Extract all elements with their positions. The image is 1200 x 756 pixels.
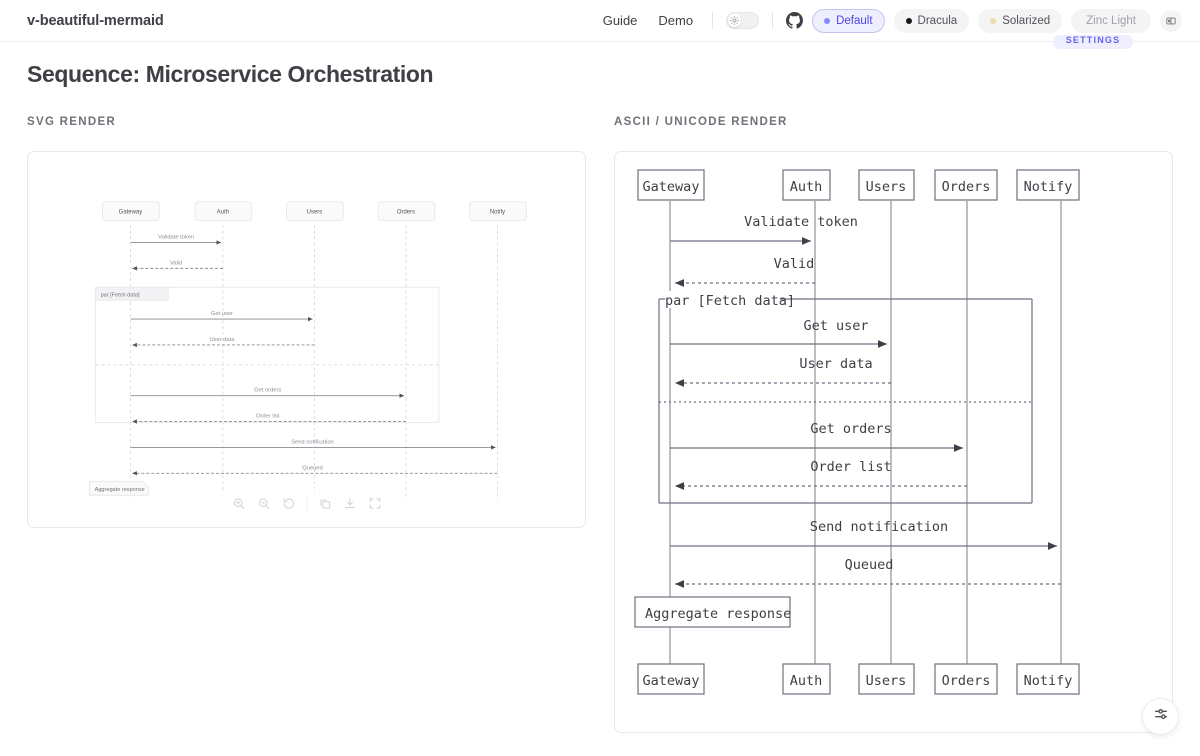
theme-pill-solarized[interactable]: Solarized	[978, 8, 1063, 33]
theme-dot	[824, 17, 831, 24]
participant-label: Users	[307, 210, 323, 216]
theme-dot	[905, 17, 912, 24]
nav-demo[interactable]: Demo	[658, 13, 694, 28]
theme-pill-label: Dracula	[917, 14, 958, 27]
message-label: Send notification	[810, 519, 948, 535]
page-title: Sequence: Microservice Orchestration	[27, 61, 434, 87]
participant-label: Gateway	[119, 210, 143, 216]
message-label: Get user	[803, 318, 868, 334]
contrast-icon[interactable]	[1160, 9, 1182, 32]
app-header: v-beautiful-mermaid Guide Demo Default	[0, 0, 1200, 49]
page-body: Sequence: Microservice Orchestration SVG…	[0, 42, 1200, 733]
message-label: Valid	[170, 260, 182, 266]
message-label: Validate token	[158, 235, 194, 241]
ascii-section-label: ASCII / UNICODE RENDER	[614, 116, 788, 128]
theme-select-value: Zinc Light	[1086, 14, 1136, 27]
message-label: Get orders	[810, 421, 891, 437]
ascii-render-card: Gateway Auth Users Orders Notify	[614, 151, 1173, 733]
message-label: User data	[799, 356, 872, 372]
theme-pill-default[interactable]: Default	[812, 8, 885, 33]
nav-guide[interactable]: Guide	[602, 13, 638, 28]
copy-icon[interactable]	[313, 492, 336, 515]
sliders-icon	[1153, 706, 1169, 727]
svg-render-column: SVG RENDER	[27, 116, 586, 733]
header-divider	[0, 41, 1200, 42]
theme-select[interactable]: Zinc Light	[1071, 8, 1151, 33]
message-label: Order list	[810, 459, 891, 475]
message-label: Get orders	[254, 388, 281, 394]
message-label: Queued	[302, 465, 322, 471]
clipped-badge[interactable]: SETTINGS	[1053, 35, 1133, 49]
header-actions: Guide Demo Default Dracula	[597, 8, 1182, 33]
message-label: Queued	[845, 557, 894, 573]
ascii-diagram[interactable]: Gateway Auth Users Orders Notify	[615, 152, 1172, 720]
fullscreen-icon[interactable]	[363, 492, 386, 515]
participant-label: Gateway	[643, 673, 700, 689]
participant-label: Orders	[942, 673, 991, 689]
message-label: Send notification	[291, 439, 334, 445]
participant-label: Notify	[490, 210, 505, 216]
theme-pill-label: Default	[836, 14, 873, 27]
participant-label: Gateway	[643, 179, 700, 195]
message-label: Validate token	[744, 214, 858, 230]
note-aggregate-response: Aggregate response	[634, 596, 791, 628]
ascii-render-column: ASCII / UNICODE RENDER	[614, 116, 1173, 733]
par-block-label: par [Fetch data]	[665, 293, 795, 309]
participant-label: Users	[866, 179, 907, 195]
participant-label: Notify	[1024, 673, 1073, 689]
participant-label: Notify	[1024, 179, 1073, 195]
zoom-out-icon[interactable]	[252, 492, 275, 515]
theme-pill-dracula[interactable]: Dracula	[893, 8, 970, 33]
divider	[772, 12, 774, 29]
render-columns: SVG RENDER	[27, 116, 1173, 733]
participant-label: Auth	[790, 179, 823, 195]
svg-section-label: SVG RENDER	[27, 116, 117, 128]
zoom-in-icon[interactable]	[227, 492, 250, 515]
message-label: User data	[209, 337, 235, 343]
brand-title: v-beautiful-mermaid	[27, 12, 164, 29]
settings-fab-button[interactable]	[1142, 698, 1179, 735]
divider	[306, 496, 307, 511]
participant-label: Orders	[397, 210, 415, 216]
sequence-diagram-svg[interactable]: par [Fetch data] Gateway Auth Users Orde…	[28, 152, 585, 527]
github-icon[interactable]	[786, 12, 804, 29]
participant-label: Users	[866, 673, 907, 689]
participant-label: Orders	[942, 179, 991, 195]
svg-render-card: par [Fetch data] Gateway Auth Users Orde…	[27, 151, 586, 528]
message-label: Order list	[256, 414, 280, 420]
theme-dot	[990, 17, 997, 24]
sun-icon	[728, 14, 742, 27]
note-aggregate-response: Aggregate response	[89, 480, 149, 496]
participant-label: Auth	[217, 210, 229, 216]
reset-icon[interactable]	[277, 492, 300, 515]
theme-pill-label: Solarized	[1002, 14, 1051, 27]
ascii-sequence-svg: Gateway Auth Users Orders Notify	[634, 169, 1080, 695]
svg-text:Aggregate response: Aggregate response	[645, 606, 791, 622]
divider	[712, 12, 714, 29]
par-block-label: par [Fetch data]	[101, 293, 140, 299]
message-label: Valid	[774, 256, 815, 272]
participant-label: Auth	[790, 673, 823, 689]
download-icon[interactable]	[338, 492, 361, 515]
svg-text:Aggregate response: Aggregate response	[95, 487, 145, 493]
theme-mode-toggle[interactable]	[726, 12, 760, 29]
diagram-toolbar	[222, 489, 391, 518]
message-label: Get user	[211, 311, 233, 317]
